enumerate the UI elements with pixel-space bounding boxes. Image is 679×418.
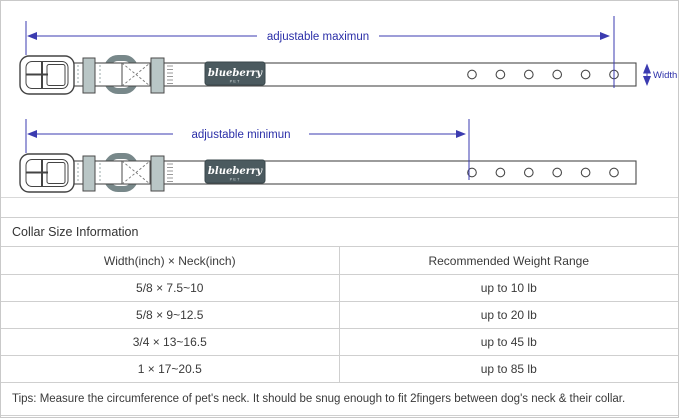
table-row: 3/4 × 13~16.5 up to 45 lb: [1, 329, 678, 356]
adjustment-holes: [467, 69, 619, 80]
column-header-weight: Recommended Weight Range: [428, 253, 590, 268]
tips-text: Tips: Measure the circumference of pet's…: [1, 383, 678, 416]
table-row: 5/8 × 7.5~10 up to 10 lb: [1, 275, 678, 302]
adjustment-holes: [467, 167, 619, 178]
size-cell: 5/8 × 7.5~10: [1, 275, 340, 301]
blueberry-logo-patch: [204, 61, 266, 86]
adjustable-minimum-label: adjustable minimun: [191, 129, 290, 141]
table-section-title: Collar Size Information: [1, 218, 678, 247]
weight-cell: up to 10 lb: [480, 281, 537, 295]
size-cell: 5/8 × 9~12.5: [1, 302, 340, 328]
collar-max-drawing: blueberry PET: [19, 55, 637, 95]
size-cell: 1 × 17~20.5: [1, 356, 340, 382]
logo-sub-text: PET: [230, 79, 241, 84]
table-row: 5/8 × 9~12.5 up to 20 lb: [1, 302, 678, 329]
table-header-row: Width(inch) × Neck(inch) Recommended Wei…: [1, 247, 678, 275]
logo-text: blueberry: [208, 166, 263, 177]
keeper: [150, 155, 165, 192]
logo-sub-text: PET: [230, 177, 241, 182]
table-row: 1 × 17~20.5 up to 85 lb: [1, 356, 678, 383]
weight-cell: up to 45 lb: [480, 335, 537, 349]
collar-min-drawing: blueberry PET: [19, 153, 637, 193]
woven-label: [167, 163, 173, 182]
adjustable-maximum-label: adjustable maximun: [267, 31, 369, 43]
min-dimension-annotation: [25, 119, 470, 180]
weight-cell: up to 20 lb: [480, 308, 537, 322]
size-cell: 3/4 × 13~16.5: [1, 329, 340, 355]
keeper: [82, 57, 96, 94]
collar-diagram-section: blueberry PET adjustable maximun: [1, 1, 678, 198]
woven-label: [167, 65, 173, 84]
blueberry-logo-patch: [204, 159, 266, 184]
keeper: [82, 155, 96, 192]
collar-diagram: blueberry PET adjustable maximun: [19, 16, 677, 193]
weight-cell: up to 85 lb: [480, 362, 537, 376]
keeper: [150, 57, 165, 94]
column-header-size: Width(inch) × Neck(inch): [1, 247, 340, 274]
collar-size-table: Collar Size Information Width(inch) × Ne…: [1, 217, 678, 416]
width-label: Width: [653, 70, 677, 81]
max-dimension-annotation: [25, 16, 615, 88]
logo-text: blueberry: [208, 68, 263, 79]
